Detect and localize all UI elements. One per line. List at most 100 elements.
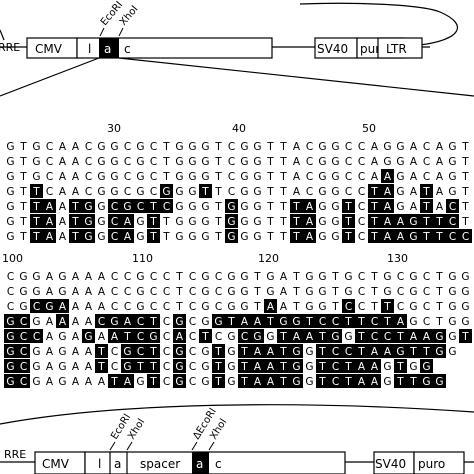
block2-base: A [280,301,288,313]
bottom-box-c-label: c [215,457,222,471]
block2-base: G [175,316,183,328]
block2-base: G [227,361,235,373]
block2-base: A [371,346,379,358]
block2-base: C [423,286,430,298]
block1-mismatch-box [199,184,212,198]
block2-base: C [384,331,391,343]
block1-base: T [214,171,222,183]
block2-base: A [85,301,93,313]
block1-base: G [240,171,248,183]
block1-base: T [266,141,274,153]
block1-base: A [59,156,67,168]
block2-base: T [331,301,339,313]
block2-mismatch-box [4,329,17,343]
block1-base: T [32,186,40,198]
block1-mismatch-box [290,214,303,228]
block2-base: C [189,286,196,298]
block2-base: G [266,331,274,343]
block2-mismatch-box [238,344,251,358]
block2-mismatch-box [368,314,381,328]
block2-base: T [435,316,443,328]
block2-base: T [214,346,222,358]
block2-base: A [254,376,262,388]
block2-mismatch-box [433,329,446,343]
block1-mismatch-box [43,214,56,228]
block1-base: A [410,141,418,153]
block2-mismatch-box [173,329,186,343]
block1-base: A [371,156,379,168]
block1-base: T [32,201,40,213]
block2-base: C [189,316,196,328]
block2-mismatch-box [134,359,147,373]
block1-base: T [461,141,469,153]
block1-base: C [423,141,430,153]
block2-base: T [292,301,300,313]
block2-base: G [227,286,235,298]
block2-base: G [305,286,313,298]
block2-base: T [318,376,326,388]
block1-base: T [370,216,378,228]
block1-base: G [396,156,404,168]
block2-base: G [461,286,469,298]
block2-base: C [33,331,40,343]
top-rre-label: RRE [0,41,20,54]
block1-base: G [6,201,14,213]
block2-mismatch-box [121,359,134,373]
block2-base: A [46,316,54,328]
block1-base: G [227,216,235,228]
block1-base: G [201,141,209,153]
block2-base: T [214,361,222,373]
top-construct: RRE CMV l a c SV40 puro LTR EcoRI XhoI [0,0,474,97]
bottom-box-lac [84,451,346,474]
block1-base: G [331,156,339,168]
block2-mismatch-box [316,314,329,328]
block2-base: G [6,376,14,388]
block2-base: G [435,331,443,343]
block1-base: C [163,201,170,213]
block2-base: G [344,271,352,283]
block2-base: T [279,361,287,373]
block1-base: C [46,156,53,168]
block2-base: C [150,301,157,313]
block2-mismatch-box [407,329,420,343]
block1-base: A [72,156,80,168]
block2-base: T [396,361,404,373]
block1-base: T [279,201,287,213]
block2-mismatch-box [290,314,303,328]
block1-base: G [240,216,248,228]
block2-base: C [150,271,157,283]
block2-base: A [72,301,80,313]
block2-base: C [7,301,14,313]
bottom-box-puro [413,451,465,474]
block2-mismatch-box [82,329,95,343]
block1-mismatch-box [147,214,160,228]
block1-base: A [72,171,80,183]
block2-base: G [227,271,235,283]
block1-base: T [149,216,157,228]
block1-base: A [397,231,405,243]
block2-mismatch-box [212,344,225,358]
block2-base: G [136,376,144,388]
block1-base: G [97,186,105,198]
block1-base: G [227,231,235,243]
block2-mismatch-box [251,359,264,373]
block1-base: T [461,171,469,183]
block1-base: G [448,156,456,168]
block2-base: G [448,331,456,343]
block1-base: A [436,201,444,213]
block2-base: G [435,346,443,358]
block2-mismatch-box [108,314,121,328]
block2-base: C [397,271,404,283]
block1-mismatch-box [43,199,56,213]
block1-base: G [409,216,417,228]
block2-base: A [254,346,262,358]
block2-mismatch-box [355,374,368,388]
block1-base: C [306,186,313,198]
block2-base: G [58,346,66,358]
block1-mismatch-box [303,199,316,213]
block2-mismatch-box [251,374,264,388]
block1-base: C [423,171,430,183]
block2-base: A [124,376,132,388]
block1-mismatch-box [290,199,303,213]
block1-base: C [449,201,456,213]
